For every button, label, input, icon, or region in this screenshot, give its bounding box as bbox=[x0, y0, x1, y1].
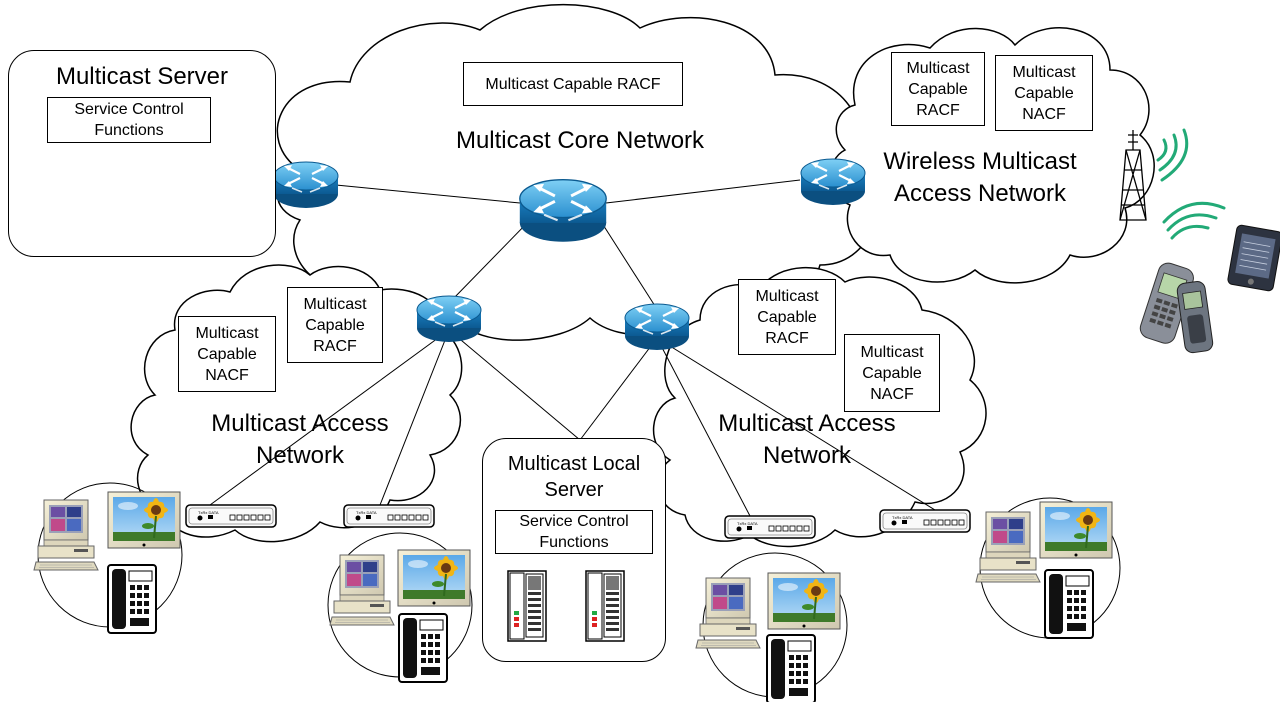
router-left-access bbox=[415, 294, 483, 344]
wireless-racf-line1: Multicast bbox=[906, 59, 970, 77]
left-racf-line3: RACF bbox=[313, 337, 357, 355]
core-racf-box: Multicast Capable RACF bbox=[463, 62, 683, 106]
desktop-pc-icon bbox=[975, 511, 1041, 583]
tv-icon bbox=[107, 491, 181, 549]
tv-icon bbox=[767, 572, 841, 630]
multicast-server-title: Multicast Server bbox=[55, 63, 229, 90]
wireless-title-line2: Access Network bbox=[893, 180, 1067, 207]
desktop-pc-icon bbox=[33, 499, 99, 571]
right-racf-line2: Capable bbox=[757, 308, 817, 326]
cell-tower-icon bbox=[1119, 130, 1147, 221]
mobile-phone-icon bbox=[1139, 262, 1214, 354]
desktop-pc-icon bbox=[329, 554, 395, 626]
wireless-racf-box: Multicast Capable RACF bbox=[891, 52, 985, 126]
access-modem-icon bbox=[343, 504, 435, 528]
service-control-line2: Functions bbox=[94, 122, 164, 139]
local-service-control-line2: Functions bbox=[539, 534, 609, 551]
pda-device-icon bbox=[1227, 224, 1280, 292]
wireless-signal-icon bbox=[1156, 128, 1226, 240]
right-racf-line1: Multicast bbox=[755, 287, 819, 305]
right-nacf-box: Multicast Capable NACF bbox=[844, 334, 940, 412]
access-modem-icon bbox=[724, 515, 816, 539]
right-nacf-line1: Multicast bbox=[860, 343, 924, 361]
right-racf-line3: RACF bbox=[765, 329, 809, 347]
left-racf-line2: Capable bbox=[305, 316, 365, 334]
left-nacf-line2: Capable bbox=[197, 345, 257, 363]
local-service-control-box: Service Control Functions bbox=[495, 510, 653, 554]
local-server-racks bbox=[507, 570, 625, 642]
left-racf-box: Multicast Capable RACF bbox=[287, 287, 383, 363]
right-access-title-line2: Network bbox=[762, 442, 852, 469]
local-server-title-line2: Server bbox=[544, 479, 604, 501]
tv-icon bbox=[1039, 501, 1113, 559]
router-wireless-edge bbox=[799, 157, 867, 207]
telephone-icon bbox=[766, 634, 816, 702]
wireless-title-line1: Wireless Multicast bbox=[883, 148, 1077, 175]
wireless-nacf-line1: Multicast bbox=[1012, 63, 1076, 81]
left-nacf-line3: NACF bbox=[205, 366, 249, 384]
wireless-nacf-line3: NACF bbox=[1022, 105, 1066, 123]
router-server-edge bbox=[272, 160, 340, 210]
core-racf-label: Multicast Capable RACF bbox=[485, 75, 661, 93]
right-nacf-line3: NACF bbox=[870, 385, 914, 403]
telephone-icon bbox=[1044, 569, 1094, 639]
local-server-title-line1: Multicast Local bbox=[507, 453, 641, 475]
access-modem-icon bbox=[879, 509, 971, 533]
right-access-title-line1: Multicast Access bbox=[718, 410, 896, 437]
telephone-icon bbox=[398, 613, 448, 683]
right-racf-box: Multicast Capable RACF bbox=[738, 279, 836, 355]
left-access-title-line1: Multicast Access bbox=[211, 410, 389, 437]
wireless-nacf-box: Multicast Capable NACF bbox=[995, 55, 1093, 131]
wireless-racf-line3: RACF bbox=[916, 101, 960, 119]
telephone-icon bbox=[107, 564, 157, 634]
tv-icon bbox=[397, 549, 471, 607]
local-service-control-line1: Service Control bbox=[519, 513, 629, 530]
desktop-pc-icon bbox=[695, 577, 761, 649]
service-control-line1: Service Control bbox=[74, 101, 184, 118]
wireless-racf-line2: Capable bbox=[908, 80, 968, 98]
router-right-access bbox=[623, 302, 691, 352]
wireless-nacf-line2: Capable bbox=[1014, 84, 1074, 102]
local-server-box: Multicast Local Server Service Control F… bbox=[482, 438, 666, 662]
right-nacf-line2: Capable bbox=[862, 364, 922, 382]
left-nacf-line1: Multicast bbox=[195, 324, 259, 342]
core-network-title: Multicast Core Network bbox=[455, 127, 705, 154]
server-service-control-box: Service Control Functions bbox=[47, 97, 211, 143]
left-nacf-box: Multicast Capable NACF bbox=[178, 316, 276, 392]
access-modem-icon bbox=[185, 504, 277, 528]
left-racf-line1: Multicast bbox=[303, 295, 367, 313]
multicast-server-box: Multicast Server Service Control Functio… bbox=[8, 50, 276, 257]
left-access-title-line2: Network bbox=[255, 442, 345, 469]
router-core bbox=[518, 178, 608, 244]
